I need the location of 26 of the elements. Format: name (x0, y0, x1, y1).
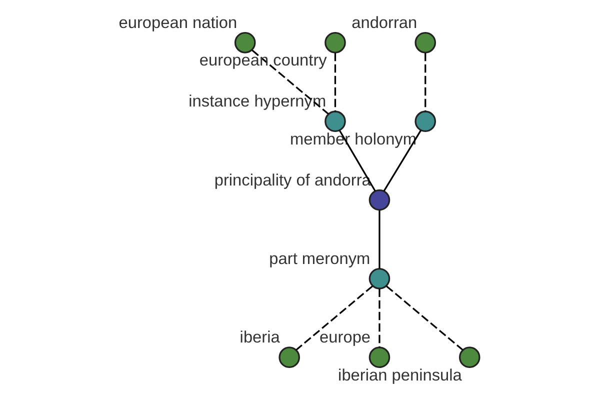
node-label: iberian peninsula (338, 366, 462, 384)
node-circle (324, 110, 346, 132)
node-label: european country (199, 52, 327, 70)
node-label: european nation (118, 14, 238, 32)
node-circle (368, 346, 390, 368)
connector (386, 286, 464, 351)
node-label: europe (320, 328, 371, 347)
node-label: andorran (352, 14, 418, 32)
node-circle (458, 346, 480, 368)
connector (378, 288, 380, 348)
connector (378, 210, 380, 268)
node-label: instance hypernym (188, 92, 326, 111)
connector (334, 52, 336, 112)
connector (296, 286, 373, 351)
node-circle (234, 32, 256, 54)
node-circle (324, 32, 346, 54)
node-circle (414, 110, 436, 132)
connector (424, 52, 426, 112)
node-circle (368, 189, 390, 211)
node-label: part meronym (269, 250, 370, 268)
node-circle (414, 32, 436, 54)
node-circle (368, 268, 390, 290)
node-circle (278, 346, 300, 368)
connector (383, 130, 422, 192)
node-label: iberia (240, 328, 280, 347)
connector (252, 50, 329, 115)
